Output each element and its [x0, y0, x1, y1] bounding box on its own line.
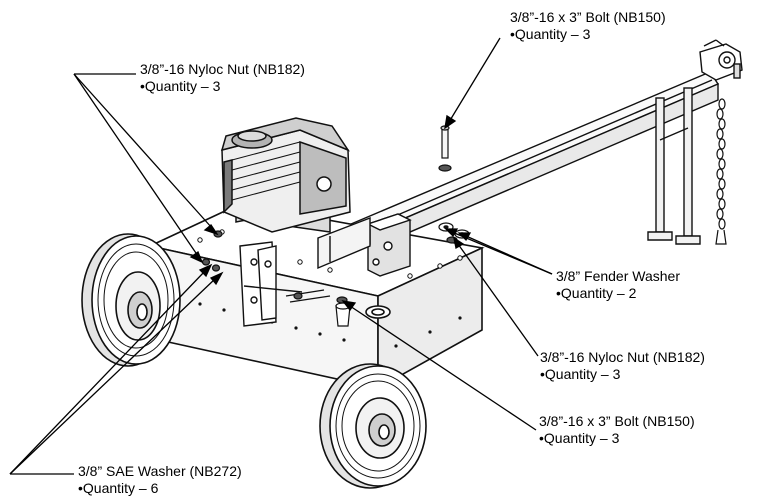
callout-title: 3/8”-16 x 3” Bolt (NB150) — [539, 413, 695, 429]
arrowhead-nut-top-b — [189, 250, 204, 264]
tow-tongue — [317, 71, 720, 271]
leader-line-nut-top-a — [73, 73, 213, 229]
callout-quantity: •Quantity – 3 — [539, 430, 620, 446]
callout-quantity: •Quantity – 3 — [140, 78, 221, 94]
callout-fender-washer: 3/8” Fender Washer •Quantity – 2 — [556, 268, 680, 302]
arrowhead-sae-washer-b — [209, 271, 224, 286]
front-bracket — [239, 241, 303, 327]
arrowhead-nut-top-a — [203, 224, 219, 236]
callout-title: 3/8”-16 Nyloc Nut (NB182) — [540, 349, 705, 365]
leader-line-bolt-top — [448, 37, 501, 123]
callout-title: 3/8” SAE Washer (NB272) — [78, 463, 242, 479]
leader-line-sae-washer-a — [9, 269, 207, 475]
callout-bolt-top: 3/8”-16 x 3” Bolt (NB150) •Quantity – 3 — [510, 9, 666, 43]
tongue-mount — [317, 216, 371, 270]
callout-quantity: •Quantity – 3 — [540, 366, 621, 382]
callout-quantity: •Quantity – 2 — [556, 285, 637, 301]
callout-title: 3/8” Fender Washer — [556, 268, 680, 284]
leader-line-fender-washer-b — [451, 231, 553, 275]
leader-line-nut-top-b — [73, 73, 199, 257]
hardware-top-bolt — [438, 125, 452, 172]
leader-line-sae-washer-b — [9, 277, 217, 475]
right-wheel — [319, 363, 427, 489]
callout-bolt-right: 3/8”-16 x 3” Bolt (NB150) •Quantity – 3 — [539, 413, 695, 447]
hardware-lower-bolts — [285, 289, 351, 327]
leader-lines — [9, 37, 553, 475]
callout-title: 3/8”-16 x 3” Bolt (NB150) — [510, 9, 666, 25]
callout-nut-right: 3/8”-16 Nyloc Nut (NB182) •Quantity – 3 — [540, 349, 705, 383]
hitch-coupler — [699, 39, 743, 81]
arrowhead-bolt-right — [341, 300, 357, 312]
safety-chain — [715, 98, 727, 245]
arrowhead-fender-washer-b — [444, 228, 459, 238]
arrowhead-nut-right — [453, 236, 465, 250]
leader-line-nut-right — [457, 243, 539, 357]
callout-sae-washer: 3/8” SAE Washer (NB272) •Quantity – 6 — [78, 463, 242, 497]
leader-line-bolt-right — [349, 305, 537, 431]
arrowhead-bolt-top — [444, 114, 457, 130]
callout-nut-top: 3/8”-16 Nyloc Nut (NB182) •Quantity – 3 — [140, 61, 305, 95]
left-wheel — [81, 233, 181, 367]
engine — [220, 117, 351, 233]
arrowhead-sae-washer-a — [198, 263, 213, 278]
callout-title: 3/8”-16 Nyloc Nut (NB182) — [140, 61, 305, 77]
tongue-stand — [647, 87, 701, 245]
callout-quantity: •Quantity – 3 — [510, 26, 591, 42]
callout-quantity: •Quantity – 6 — [78, 480, 159, 496]
